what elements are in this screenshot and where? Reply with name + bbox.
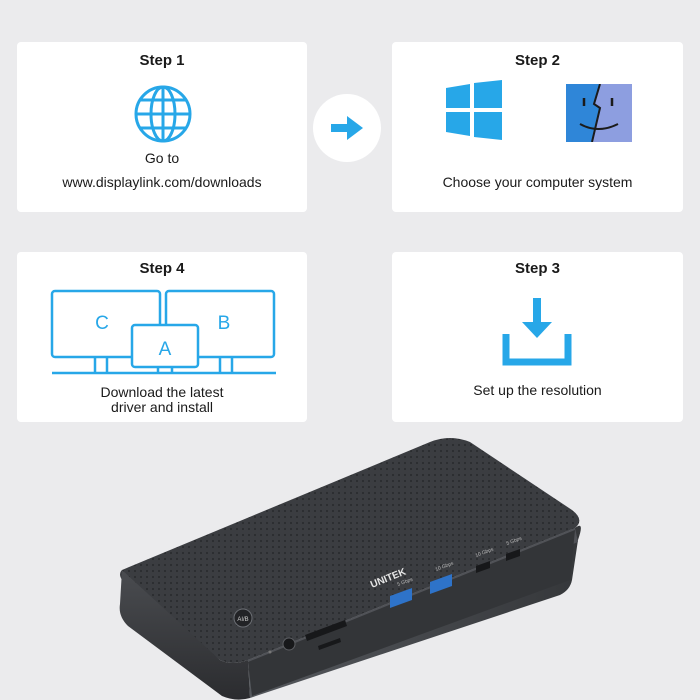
port-label-1: 5 Gbps [397,577,415,588]
step3-text: Set up the resolution [473,382,602,398]
monitor-label-c: C [95,313,109,334]
right-arrow-icon [329,114,365,142]
step2-text: Choose your computer system [442,174,633,190]
step4-line2: driver and install [111,399,213,415]
windows-logo-icon [444,80,504,140]
step2-card: Step 2 Choose your computer system [392,42,683,212]
step2-title: Step 2 [514,52,560,69]
step4-title: Step 4 [139,260,185,277]
device-button-label: AI/B [237,617,248,623]
finder-face-icon [566,84,632,142]
arrow-circle [313,94,381,162]
step1-title: Step 1 [139,52,185,69]
step1-url: www.displaylink.com/downloads [62,174,262,190]
download-icon [502,296,572,366]
step3-title: Step 3 [514,260,560,277]
monitors-icon: C B A [50,289,278,375]
globe-icon [133,84,193,144]
monitor-label-a: A [159,339,172,360]
port-label-4: 5 Gbps [506,536,524,547]
step4-line1: Download the latest [100,384,224,400]
step4-card: Step 4 C B A Download the latest driver … [17,252,307,422]
monitor-label-b: B [218,313,231,334]
step3-card: Step 3 Set up the resolution [392,252,683,422]
docking-station-image: AI/B 5 Gbps 10 Gbps 10 Gbps 5 Gbps UNITE… [0,430,700,700]
step1-line1: Go to [144,150,180,166]
step1-card: Step 1 Go to www.displaylink.com/downloa… [17,42,307,212]
